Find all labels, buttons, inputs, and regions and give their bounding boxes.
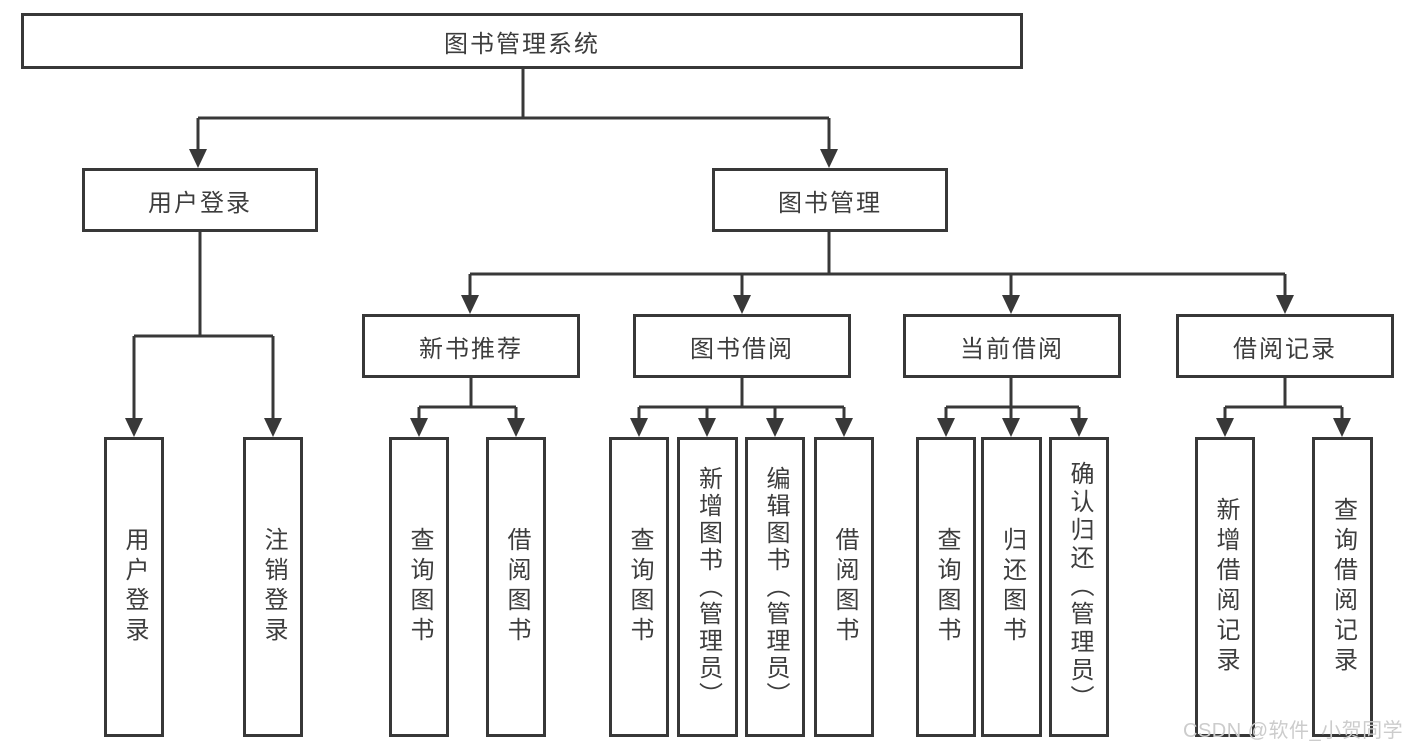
leaf-current-query-label: 查询图书	[933, 527, 960, 647]
node-user-login: 用户登录	[82, 168, 318, 232]
leaf-user-login: 用户登录	[104, 437, 164, 737]
node-book-management-label: 图书管理	[778, 189, 882, 217]
arrowheads	[125, 149, 1351, 437]
leaf-borrow-borrow: 借阅图书	[814, 437, 874, 737]
leaf-current-confirm-admin-label: 确认归还（管理员）	[1066, 461, 1093, 713]
node-borrow-records: 借阅记录	[1176, 314, 1394, 378]
watermark: CSDN @软件_小贺同学	[1183, 720, 1404, 742]
node-new-book-recommend-label: 新书推荐	[419, 335, 523, 363]
leaf-borrow-borrow-label: 借阅图书	[831, 527, 858, 647]
leaf-records-query-label: 查询借阅记录	[1329, 497, 1357, 677]
leaf-current-confirm-admin: 确认归还（管理员）	[1049, 437, 1109, 737]
leaf-logout-label: 注销登录	[260, 527, 287, 647]
leaf-logout: 注销登录	[243, 437, 303, 737]
leaf-newbooks-query-label: 查询图书	[406, 527, 433, 647]
node-current-borrow-label: 当前借阅	[960, 335, 1064, 363]
leaf-borrow-add-admin-label: 新增图书（管理员）	[694, 465, 722, 709]
leaf-borrow-query-label: 查询图书	[626, 527, 653, 647]
node-root: 图书管理系统	[21, 13, 1023, 69]
leaf-borrow-edit-admin: 编辑图书（管理员）	[745, 437, 805, 737]
leaf-borrow-edit-admin-label: 编辑图书（管理员）	[762, 465, 789, 709]
node-book-borrow-label: 图书借阅	[690, 335, 794, 363]
leaf-current-return-label: 归还图书	[998, 527, 1026, 647]
leaf-newbooks-borrow: 借阅图书	[486, 437, 546, 737]
node-book-management: 图书管理	[712, 168, 948, 232]
node-borrow-records-label: 借阅记录	[1233, 335, 1337, 363]
node-new-book-recommend: 新书推荐	[362, 314, 580, 378]
node-user-login-label: 用户登录	[148, 189, 252, 217]
node-root-label: 图书管理系统	[444, 30, 600, 58]
leaf-current-return: 归还图书	[981, 437, 1042, 737]
leaf-records-add: 新增借阅记录	[1195, 437, 1255, 737]
node-book-borrow: 图书借阅	[633, 314, 851, 378]
leaf-records-add-label: 新增借阅记录	[1212, 497, 1239, 677]
leaf-borrow-query: 查询图书	[609, 437, 669, 737]
leaf-records-query: 查询借阅记录	[1312, 437, 1373, 737]
leaf-newbooks-query: 查询图书	[389, 437, 449, 737]
node-current-borrow: 当前借阅	[903, 314, 1121, 378]
leaf-newbooks-borrow-label: 借阅图书	[503, 527, 530, 647]
leaf-borrow-add-admin: 新增图书（管理员）	[677, 437, 738, 737]
leaf-current-query: 查询图书	[916, 437, 976, 737]
leaf-user-login-label: 用户登录	[121, 527, 148, 647]
